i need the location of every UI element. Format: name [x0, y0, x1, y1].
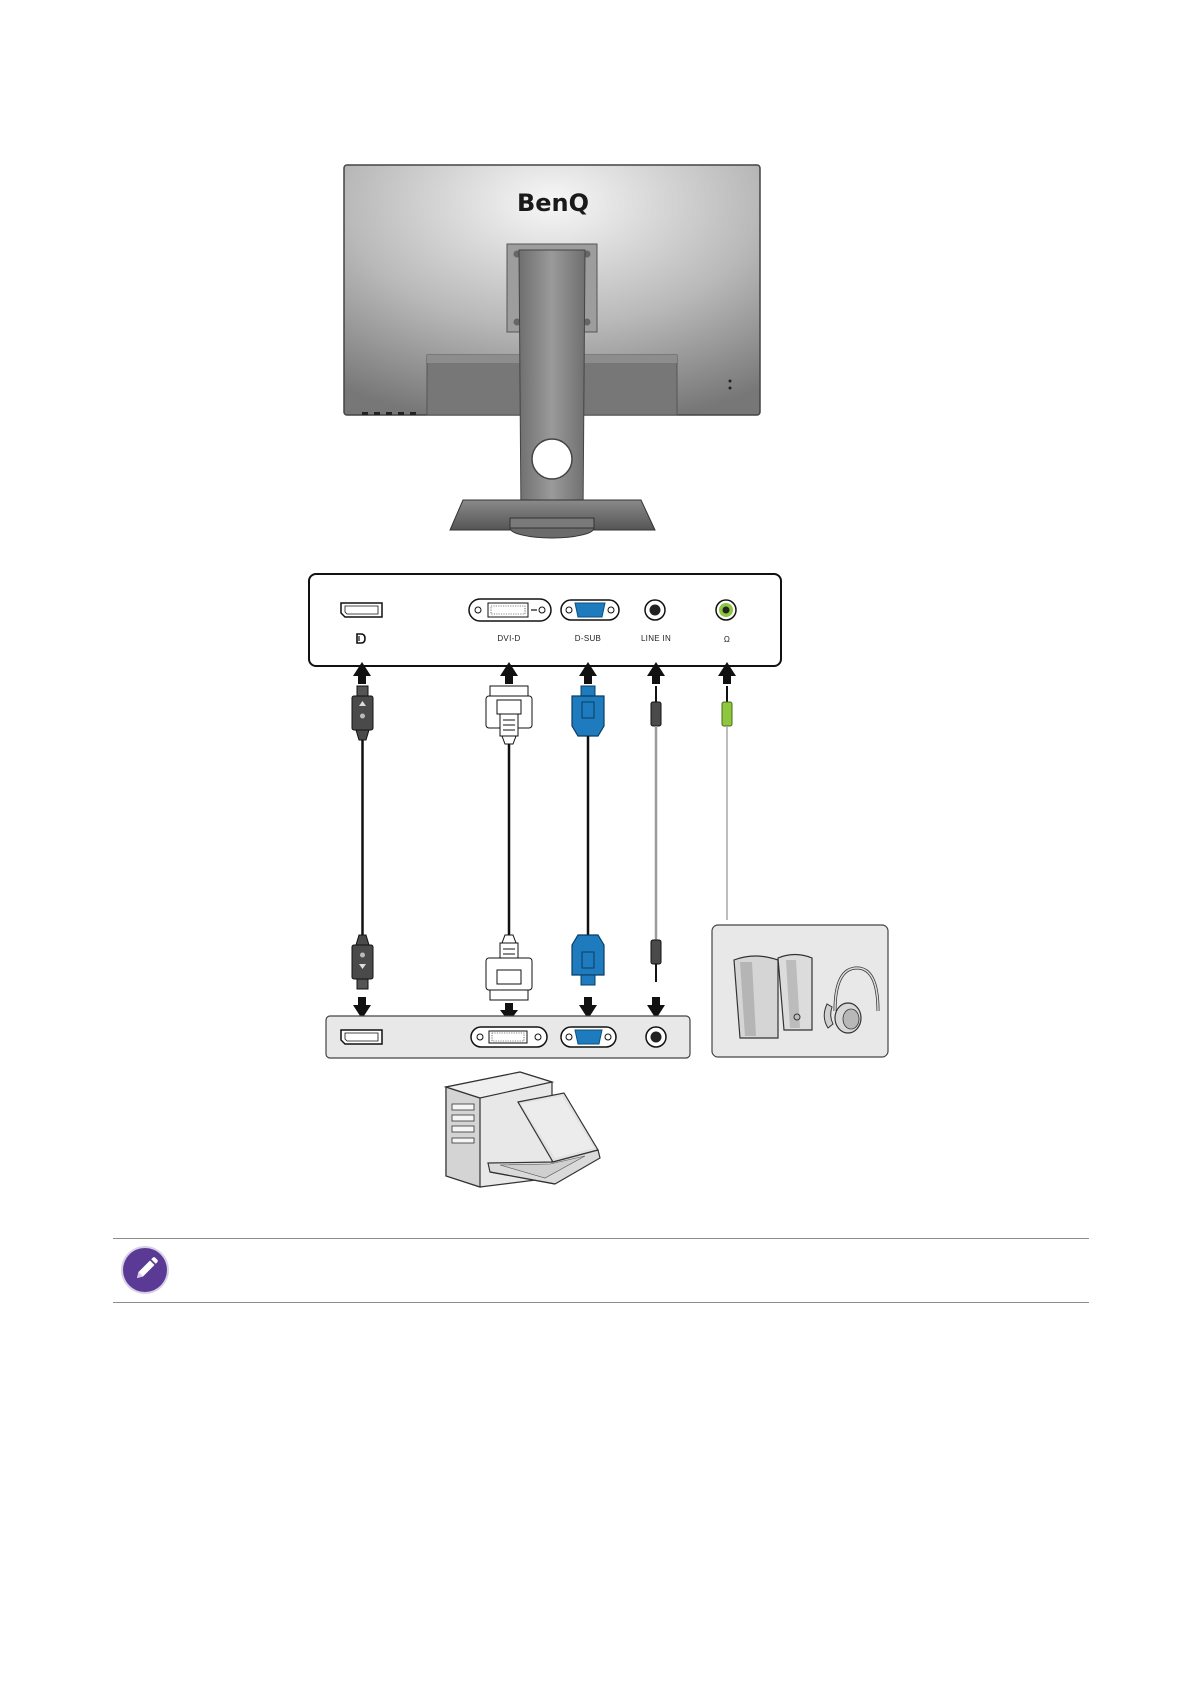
vga-cable [572, 686, 604, 985]
displayport-port [341, 603, 382, 617]
pc-displayport-port [341, 1030, 382, 1044]
computer-illustration [446, 1072, 600, 1187]
pc-dvi-port [471, 1027, 547, 1047]
monitor-rear: BenQ [344, 165, 760, 538]
headphone-cable [722, 686, 732, 920]
note-section [113, 1238, 1089, 1303]
power-led [729, 380, 732, 383]
dvi-cable [486, 686, 532, 1000]
cable-hole [532, 439, 572, 479]
line-in-cable [651, 686, 661, 982]
dsub-label: D-SUB [575, 634, 601, 643]
monitor-port-panel: DVI-D D-SUB LINE IN Ω [309, 574, 781, 666]
headphone-label: Ω [724, 635, 730, 644]
dvi-port [469, 599, 551, 621]
brand-logo: BenQ [517, 189, 589, 217]
speaker-icon [734, 955, 812, 1039]
line-in-label: LINE IN [641, 634, 671, 643]
pc-port-panel [326, 1016, 690, 1058]
pencil-icon [123, 1248, 167, 1292]
headphone-port [716, 600, 736, 620]
line-in-port [645, 600, 665, 620]
dsub-port [561, 600, 619, 620]
pc-line-out-port [646, 1027, 666, 1047]
dvi-label: DVI-D [497, 634, 520, 643]
audio-devices [712, 925, 888, 1057]
displayport-cable [352, 686, 373, 989]
pc-dsub-port [561, 1027, 616, 1047]
